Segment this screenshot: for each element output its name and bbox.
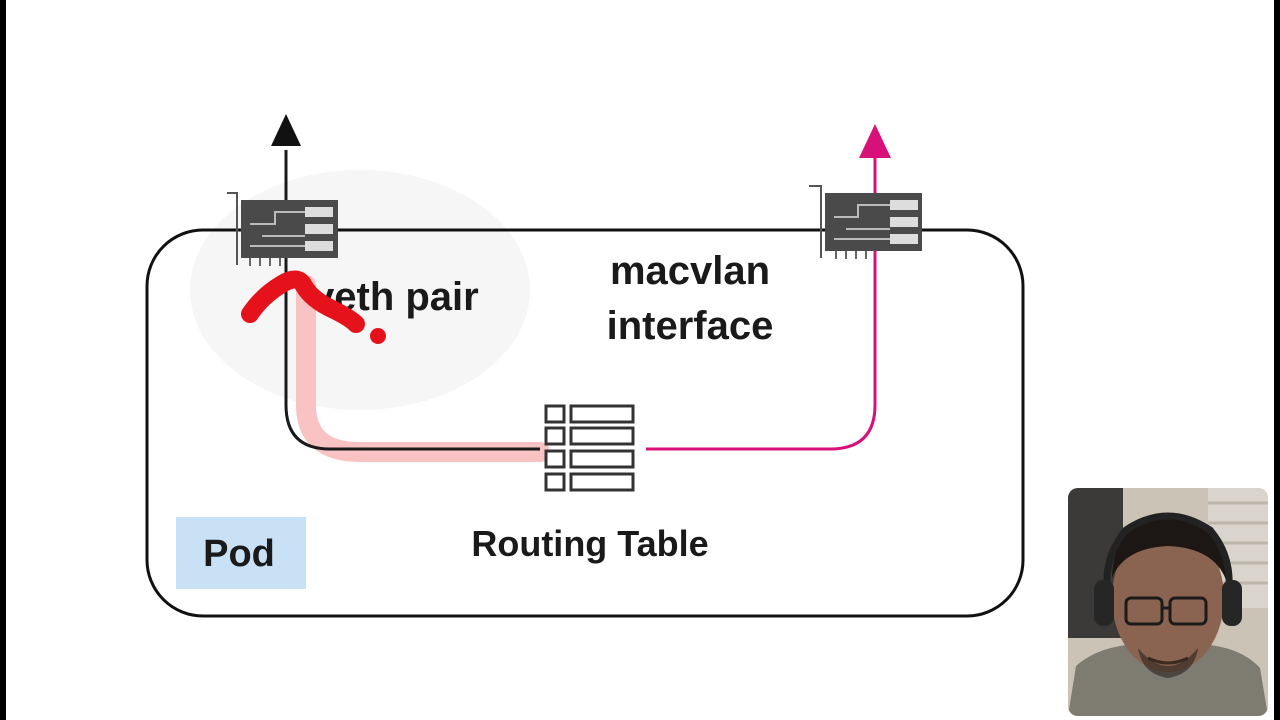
presenter-webcam xyxy=(1068,488,1268,716)
network-diagram: veth pair macvlan interface Routing Tabl… xyxy=(145,114,1025,618)
network-card-icon xyxy=(809,185,922,259)
macvlan-path xyxy=(646,158,877,451)
pod-boundary xyxy=(145,228,1025,618)
arrow-up-icon xyxy=(271,114,301,146)
slide: veth pair macvlan interface Routing Tabl… xyxy=(6,0,1274,720)
interface-label: interface xyxy=(607,304,774,348)
routing-table-label: Routing Table xyxy=(471,523,708,564)
routing-table-icon xyxy=(544,404,635,492)
veth-path xyxy=(284,150,540,451)
pod-label: Pod xyxy=(203,533,275,575)
network-card-icon xyxy=(227,192,338,266)
annotation-stroke xyxy=(241,270,386,344)
highlight-stroke xyxy=(296,275,550,462)
arrow-up-icon xyxy=(859,124,891,158)
macvlan-label: macvlan xyxy=(610,249,770,293)
pod-badge xyxy=(176,517,306,589)
